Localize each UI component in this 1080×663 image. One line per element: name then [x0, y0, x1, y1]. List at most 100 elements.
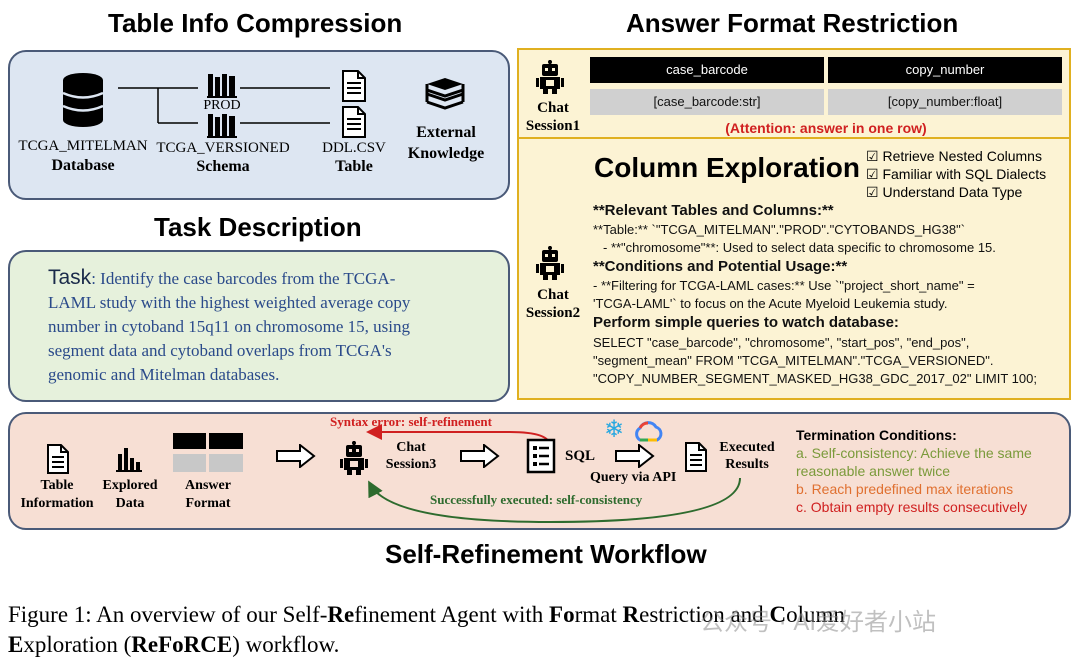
- database-label: Database: [51, 157, 115, 174]
- schema-label: Schema: [196, 158, 250, 175]
- caption-part: Figure 1: An overview of our Self-: [8, 602, 328, 627]
- task-line2: LAML study with the highest weighted ave…: [48, 293, 411, 312]
- document-icon: [47, 444, 69, 474]
- task-text: Task: Identify the case barcodes from th…: [48, 266, 498, 387]
- value-copy-number: [copy_number:float]: [828, 89, 1062, 115]
- wf-table-info-line1: Table: [40, 478, 74, 493]
- caption-bold: E: [8, 632, 24, 657]
- document-icon: [685, 442, 707, 472]
- schema-versioned-icon: [207, 114, 237, 138]
- executed-results-line1: Executed: [719, 440, 775, 455]
- termination-cond-c: c. Obtain empty results consecutively: [796, 499, 1028, 515]
- termination-cond-b: b. Reach predefined max iterations: [796, 481, 1014, 497]
- termination-cond-a2: reasonable answer twice: [796, 463, 951, 479]
- wf-table-info-line2: Information: [20, 496, 94, 511]
- conditions-heading: **Conditions and Potential Usage:**: [593, 258, 848, 275]
- database-name: TCGA_MITELMAN: [18, 138, 148, 154]
- caption-bold: Re: [327, 602, 355, 627]
- task-line5: genomic and Mitelman databases.: [48, 365, 280, 384]
- check-item-3-label: Understand Data Type: [882, 184, 1023, 200]
- header-copy-number: copy_number: [828, 57, 1062, 83]
- caption-part: xploration (: [23, 632, 132, 657]
- chat-session1-line1: Chat: [537, 100, 569, 116]
- hollow-arrow-icon: [615, 444, 655, 468]
- table-file-icon: [342, 70, 366, 102]
- conditions-line2: 'TCGA-LAML'` to focus on the Acute Myelo…: [593, 296, 948, 311]
- task-line3: number in cytoband 15q11 on chromosome 1…: [48, 317, 410, 336]
- column-exploration-title: Column Exploration: [594, 152, 860, 183]
- caption-part: olumn: [786, 602, 845, 627]
- title-table-info: Table Info Compression: [108, 8, 403, 38]
- table-file-icon-2: [342, 106, 366, 138]
- chat-session2-line1: Chat: [537, 287, 569, 303]
- schema-prod-label: PROD: [203, 98, 241, 113]
- caption-bold: Fo: [549, 602, 575, 627]
- table-file-name: DDL.CSV: [322, 140, 386, 156]
- relevant-heading: **Relevant Tables and Columns:**: [593, 202, 834, 219]
- query-line1: SELECT "case_barcode", "chromosome", "st…: [593, 335, 970, 350]
- bar-chart-icon: [116, 448, 142, 472]
- relevant-line1: **Table:** `"TCGA_MITELMAN"."PROD"."CYTO…: [593, 222, 966, 237]
- sql-label: SQL: [565, 448, 596, 464]
- chat-session2-line2: Session2: [525, 305, 581, 321]
- robot-icon: [536, 60, 564, 94]
- caption-bold: ReFoRCE: [131, 632, 233, 657]
- caption-bold: R: [622, 602, 640, 627]
- wf-answer-line2: Format: [185, 496, 231, 511]
- checkbox-icon: ☑: [866, 166, 879, 182]
- schema-connector: [118, 87, 330, 124]
- check-item-1: ☑ Retrieve Nested Columns: [866, 147, 1046, 165]
- sql-list-icon: [526, 438, 556, 474]
- conditions-line1: - **Filtering for TCGA-LAML cases:** Use…: [593, 278, 975, 293]
- executed-results-line2: Results: [725, 457, 769, 472]
- termination-cond-a1: a. Self-consistency: Achieve the same: [796, 445, 1032, 461]
- check-item-1-label: Retrieve Nested Columns: [882, 148, 1042, 164]
- query-line2: "segment_mean" FROM "TCGA_MITELMAN"."TCG…: [593, 353, 994, 368]
- queries-heading: Perform simple queries to watch database…: [593, 314, 899, 331]
- header-case-barcode: case_barcode: [590, 57, 824, 83]
- cloud-icon: [635, 421, 663, 442]
- robot-icon: [340, 441, 368, 475]
- answer-table-icon: [173, 433, 243, 472]
- termination-title: Termination Conditions:: [796, 427, 957, 443]
- wf-explored-line2: Data: [115, 496, 145, 511]
- query-api-label: Query via API: [590, 470, 677, 485]
- external-knowledge-line1: External: [416, 124, 476, 141]
- task-label: Task: [48, 266, 92, 289]
- chat-session3-line2: Session3: [385, 457, 437, 472]
- title-workflow: Self-Refinement Workflow: [385, 539, 707, 569]
- relevant-line2: - **"chromosome"**: Used to select data …: [603, 240, 996, 255]
- task-line4: segment data and cytoband overlaps from …: [48, 341, 392, 360]
- caption-bold: C: [769, 602, 787, 627]
- hollow-arrow-icon: [276, 444, 316, 468]
- robot-icon: [536, 246, 564, 280]
- hollow-arrow-icon: [460, 444, 500, 468]
- watermark: 公众号 · AI爱好者小站: [700, 609, 937, 636]
- database-icon: [62, 73, 104, 127]
- query-line3: "COPY_NUMBER_SEGMENT_MASKED_HG38_GDC_201…: [593, 371, 1037, 386]
- figure-caption: Figure 1: An overview of our Self-Refine…: [8, 600, 1078, 660]
- checkbox-icon: ☑: [866, 148, 879, 164]
- caption-part: estriction and: [639, 602, 770, 627]
- caption-part: finement Agent with: [354, 602, 550, 627]
- wf-explored-line1: Explored: [102, 478, 158, 493]
- schema-prod-icon: [207, 74, 237, 98]
- books-stack-icon: [425, 78, 465, 110]
- title-task-description: Task Description: [154, 212, 362, 242]
- check-item-3: ☑ Understand Data Type: [866, 183, 1046, 201]
- task-colon: :: [91, 269, 96, 288]
- caption-part: rmat: [574, 602, 623, 627]
- snowflake-icon: ❄: [604, 416, 625, 443]
- table-label: Table: [335, 158, 373, 175]
- task-panel: [8, 250, 510, 402]
- title-answer-format: Answer Format Restriction: [626, 8, 959, 38]
- success-label: Successfully executed: self-consistency: [430, 492, 643, 507]
- caption-part: ) workflow.: [232, 632, 340, 657]
- schema-versioned-label: TCGA_VERSIONED: [156, 140, 290, 156]
- external-knowledge-line2: Knowledge: [407, 145, 485, 162]
- check-item-2: ☑ Familiar with SQL Dialects: [866, 165, 1046, 183]
- chat-session3-line1: Chat: [396, 440, 426, 455]
- session-divider: [519, 137, 1069, 139]
- syntax-error-label: Syntax error: self-refinement: [330, 414, 492, 429]
- check-item-2-label: Familiar with SQL Dialects: [882, 166, 1047, 182]
